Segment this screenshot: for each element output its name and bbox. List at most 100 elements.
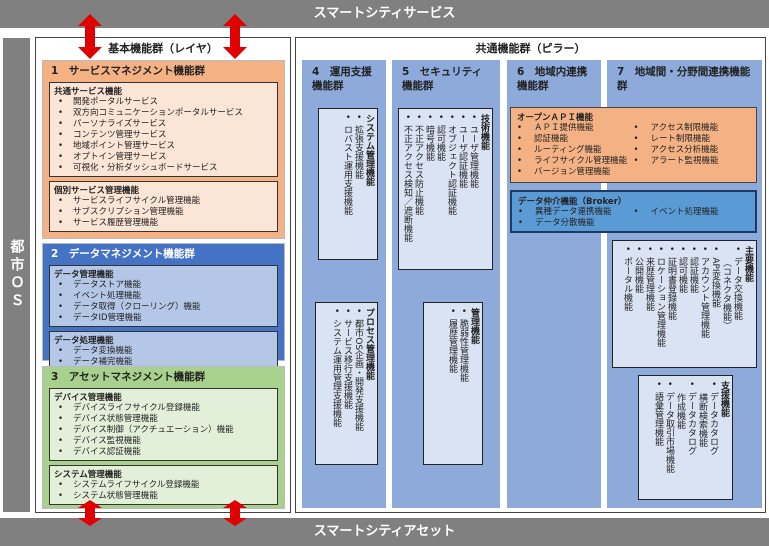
list-item: ルーティング機能 (517, 145, 634, 156)
function-list: 開発ポータルサービス双方向コミュニケーションポータルサービスパーソナライズサービ… (54, 97, 273, 174)
list-item: 暗号機能 (423, 114, 434, 264)
list-item: 作成機能 (675, 393, 685, 429)
broker-title: データ仲介機能（Broker） (518, 197, 627, 207)
function-group: 共通サービス機能開発ポータルサービス双方向コミュニケーションポータルサービスパー… (49, 82, 278, 177)
list-item: データ分散機能 (518, 218, 634, 229)
box-title: プロセス管理機能 (364, 308, 374, 380)
list-item: ロバスト運用支援機能 (341, 114, 352, 254)
group-title: データ処理機能 (54, 336, 114, 346)
box-title: システム管理機能 (364, 114, 374, 186)
list-item: 不正アクセス防止機能 (412, 114, 423, 264)
list-item: データストア機能 (54, 280, 273, 291)
list-item: 履歴管理機能 (446, 308, 457, 459)
list-item: 都市OS企画・開発支援機能 (352, 308, 363, 459)
pillar-title: 6 地域内連携機能群 (517, 66, 588, 92)
list-item: アクセス制限機能 (634, 123, 751, 134)
list-item: デバイスライフサイクル登録機能 (54, 403, 273, 414)
asset-management-section: 3 アセットマネジメント機能群デバイス管理機能デバイスライフサイクル登録機能デバ… (42, 366, 285, 509)
open-api-title: オープンＡＰＩ機能 (517, 113, 593, 123)
data-management-section: 2 データマネジメント機能群データ管理機能データストア機能イベント処理機能データ… (42, 243, 285, 371)
list-item: 語彙管理機能 (652, 381, 663, 494)
list-item: デバイス監視機能 (54, 436, 273, 447)
function-list: データストア機能イベント処理機能データ取得（クローリング）機能データID管理機能 (54, 280, 273, 324)
system-management-box: システム管理機能拡張支援機能ロバスト運用支援機能 (318, 108, 378, 260)
broker-box: データ仲介機能（Broker） 異種データ連携機能データ分散機能イベント処理機能 (510, 190, 757, 233)
group-title: デバイス管理機能 (54, 393, 122, 403)
list-item: ロケーション管理機能 (654, 246, 665, 362)
support-functions-box: 支援機能データカタログ横断検索機能データカタログ作成機能データ取引市場機能語彙管… (638, 375, 733, 500)
list-item: データカタログ (707, 381, 718, 494)
list-item: ユーザ管理機能 (467, 114, 478, 264)
function-group: システム管理機能システムライフサイクル登録機能システム状態管理機能 (49, 465, 278, 505)
list-item: レート制限機能 (634, 134, 751, 145)
process-management-box: プロセス管理機能都市OS企画・開発支援機能サービス移行支援機能システム運用管理支… (315, 302, 378, 465)
function-group: データ処理機能データ変換機能データ補完機能 (49, 331, 278, 371)
list-item: アラート監視機能 (634, 156, 751, 167)
function-list: システムライフサイクル登録機能システム状態管理機能 (54, 480, 273, 502)
list-item: 拡張支援機能 (352, 114, 363, 254)
list-item: サブスクリプション管理機能 (54, 207, 273, 218)
function-list: データ変換機能データ補完機能 (54, 346, 273, 368)
smart-city-service-bar: スマートシティサービス (0, 0, 769, 28)
list-item: 不正アクセス検知／遮断機能 (401, 114, 412, 264)
list-item: 認可機能 (434, 114, 445, 264)
list-item: アクセス分析機能 (634, 145, 751, 156)
list-item: サービスライフサイクル管理機能 (54, 196, 273, 207)
list-item: システム運用管理支援機能 (330, 308, 341, 459)
city-os-label: 都市ＯＳ (3, 38, 30, 512)
basic-functions-title: 基本機能群（レイヤ） (108, 42, 218, 55)
function-group: データ管理機能データストア機能イベント処理機能データ取得（クローリング）機能デー… (49, 265, 278, 327)
list-item: サービス移行支援機能 (341, 308, 352, 459)
list-item: データ変換機能 (54, 346, 273, 357)
list-item: システム状態管理機能 (54, 491, 273, 502)
main-functions-box: 主要機能データ交換機能（コネクタ機能）API変換機能アカウント管理機能認証機能認… (612, 240, 757, 368)
list-item: 地域ポイント管理サービス (54, 141, 273, 152)
function-list: デバイスライフサイクル登録機能デバイス状態管理機能デバイス制御（アクチュエーショ… (54, 403, 273, 458)
list-item: 公開機能 (632, 246, 643, 362)
management-functions-box: 管理機能脆弱性管理機能履歴管理機能 (423, 302, 483, 465)
list-item: 異種データ連携機能 (518, 207, 634, 218)
group-title: 個別サービス管理機能 (54, 186, 140, 196)
double-arrow-icon (223, 14, 247, 59)
section-title: 3 アセットマネジメント機能群 (51, 371, 206, 383)
list-item: オブジェクト認証機能 (445, 114, 456, 264)
common-functions-title: 共通機能群（ピラー） (475, 42, 586, 55)
list-item: 来歴管理機能 (643, 246, 654, 362)
box-title: 技術機能 (479, 114, 489, 150)
double-arrow-icon (78, 500, 102, 526)
box-title: 主要機能 (743, 246, 753, 282)
pillar-title: 4 運用支援機能群 (312, 66, 372, 92)
double-arrow-icon (223, 500, 247, 526)
group-title: 共通サービス機能 (54, 87, 123, 97)
list-item: ライフサイクル管理機能 (517, 156, 634, 167)
list-item: （コネクタ機能） (721, 258, 731, 330)
list-item: 証明書登録機能 (665, 246, 676, 362)
technical-functions-box: 技術機能ユーザ管理機能ユーザ認証機能オブジェクト認証機能認可機能暗号機能不正アク… (398, 108, 493, 270)
list-item: バージョン管理機能 (517, 167, 634, 178)
list-item: データ交換機能 (731, 246, 742, 362)
list-item: 双方向コミュニケーションポータルサービス (54, 108, 273, 119)
group-title: システム管理機能 (54, 470, 122, 480)
list-item: サービス履歴管理機能 (54, 218, 273, 229)
list-item: アカウント管理機能 (698, 246, 709, 362)
double-arrow-icon (78, 14, 102, 59)
pillar-title: 7 地域間・分野間連携機能群 (617, 66, 751, 92)
function-group: デバイス管理機能デバイスライフサイクル登録機能デバイス状態管理機能デバイス制御（… (49, 388, 278, 461)
list-item: データ取得（クローリング）機能 (54, 302, 273, 313)
list-item: 脆弱性管理機能 (457, 308, 468, 459)
list-item: データカタログ (685, 381, 696, 494)
list-item: 開発ポータルサービス (54, 97, 273, 108)
list-item: ＡＰＩ提供機能 (517, 123, 634, 134)
section-title: 2 データマネジメント機能群 (51, 248, 195, 260)
smart-city-asset-bar: スマートシティアセット (0, 518, 769, 546)
list-item: 認証機能 (517, 134, 634, 145)
service-management-section: 1 サービスマネジメント機能群共通サービス機能開発ポータルサービス双方向コミュニ… (42, 60, 285, 239)
list-item: パーソナライズサービス (54, 119, 273, 130)
list-item: オプトイン管理サービス (54, 152, 273, 163)
list-item: ユーザ認証機能 (456, 114, 467, 264)
pillar-title: 5 セキュリティ機能群 (402, 66, 483, 92)
open-api-box: オープンＡＰＩ機能 ＡＰＩ提供機能認証機能ルーティング機能ライフサイクル管理機能… (510, 107, 757, 183)
function-group: 個別サービス管理機能サービスライフサイクル管理機能サブスクリプション管理機能サー… (49, 181, 278, 232)
list-item: デバイス状態管理機能 (54, 414, 273, 425)
list-item: ポータル機能 (621, 246, 632, 362)
